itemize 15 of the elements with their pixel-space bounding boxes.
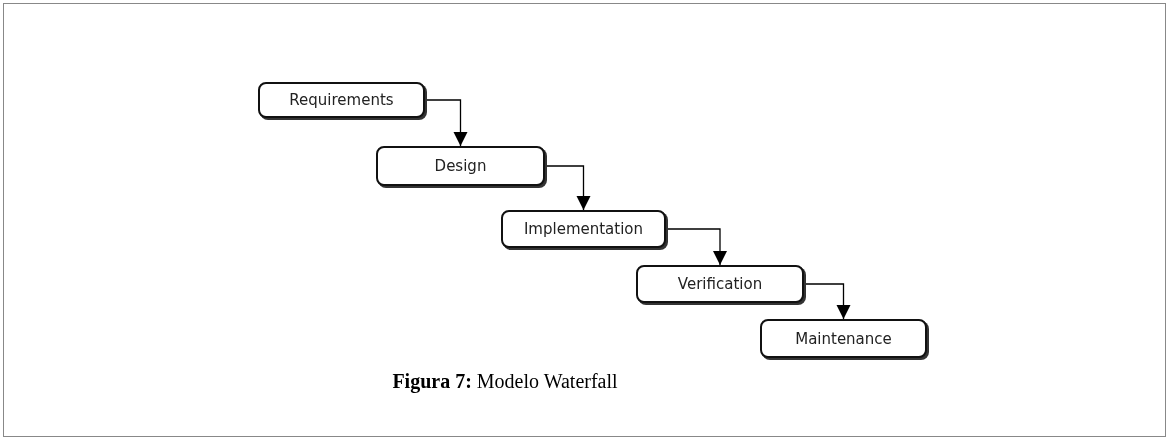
arrow: [546, 165, 591, 211]
figure-caption: Figura 7: Modelo Waterfall: [391, 370, 619, 393]
process-box: [760, 319, 927, 358]
step-label: Implementation: [523, 220, 644, 238]
step-label: Design: [434, 157, 487, 175]
arrow: [667, 228, 727, 266]
arrow: [805, 283, 851, 320]
arrow: [426, 99, 468, 147]
step-label: Requirements: [289, 91, 394, 109]
process-box: [636, 265, 804, 303]
process-box: [258, 82, 425, 118]
step-label: Verification: [677, 275, 763, 293]
process-box: [501, 210, 666, 248]
step-label: Maintenance: [795, 329, 892, 348]
process-box: [376, 146, 545, 186]
